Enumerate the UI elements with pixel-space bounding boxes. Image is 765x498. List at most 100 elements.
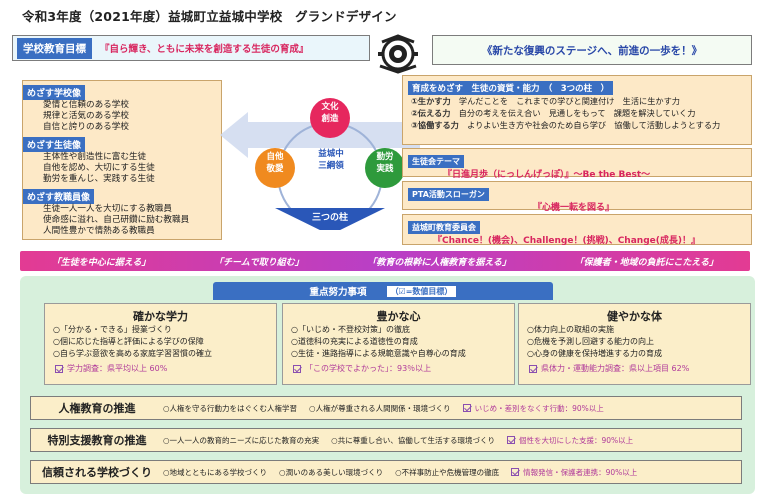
list-item: ○個に応じた指導と評価による学びの保障 [53,337,204,346]
body-column: 健やかな体 ○体力向上の取組の実施 ○危機を予測し回避する能力の向上 ○心身の健… [518,303,751,385]
metric: 県体力・運動能力調査：県以上項目 62% [519,363,750,374]
student-council-text: 『日進月歩（にっしんげっぽ）』～Be the Best～ [443,170,651,180]
strip-item: ○人権を守る行動力をはぐくむ人権学習 [163,403,298,413]
quality-row: ①生かす力 学んだことを これまでの学びと関連付け 生活に生かす力 [403,95,751,107]
strip-item: ○一人一人の教育的ニーズに応じた教育の充実 [163,435,320,445]
school-goal-label: 学校教育目標 [17,37,92,59]
metric-text: いじめ・差別をなくす行動：90%以上 [474,403,604,413]
metric: 個性を大切にした支援：90%以上 [507,435,633,446]
pta-heading: PTA活動スローガン [408,188,489,201]
list-item: ○自ら学ぶ意欲を高める家庭学習習慣の確立 [53,349,212,358]
ideal-student-heading: めざす生徒像 [23,137,86,152]
human-rights-strip: 人権教育の推進 ○人権を守る行動力をはぐくむ人権学習 ○人権が尊重される人間関係… [30,396,742,420]
quality-label: ③協働する力 [411,120,459,130]
circle-labor-line1: 勤労 [376,152,394,162]
checkbox-icon [507,436,515,444]
list-item: 人間性豊かで情熱ある教職員 [43,226,155,236]
circle-culture-line2: 創造 [321,114,339,124]
strip-title: 特別支援教育の推進 [47,434,147,447]
metric: 学力調査：県平均以上 60% [45,363,276,374]
circle-labor-line2: 実践 [376,164,394,174]
metric: 「この学校でよかった」：93％以上 [283,363,514,374]
strip-item: ○地域とともにある学校づくり [163,467,268,477]
circle-respect-line2: 敬愛 [266,164,284,174]
policy-banner: 「生徒を中心に据える」 「チームで取り組む」 「教育の根幹に人権教育を据える」 … [20,251,750,271]
circle-labor: 勤労 実践 [365,151,405,175]
qualities-panel: 育成をめざす 生徒の資質・能力 （ 3つの柱 ） ①生かす力 学んだことを これ… [402,75,752,145]
board-text: 『Chance！(機会)、Challenge！(挑戦)、Change(成長)！』 [433,236,700,246]
student-council-box: 生徒会テーマ 『日進月歩（にっしんげっぽ）』～Be the Best～ [402,148,752,180]
school-goal-box: 学校教育目標 『自ら輝き、ともに未来を創造する生徒の育成』 [12,35,370,61]
list-item: 自他を認め、大切にする生徒 [43,163,155,173]
list-item: ○「分かる・できる」授業づくり [53,325,172,334]
ideal-school-section: めざす学校像 愛情と信頼のある学校 規律と活気のある学校 自信と誇りのある学校 [23,81,221,133]
quality-row: ②伝える力 自分の考えを伝え合い 見通しをもって 課題を解決していく力 [403,107,751,119]
list-item: 自信と誇りのある学校 [43,122,129,132]
strip-item: ○共に尊重し合い、協働して生活する環境づくり [331,435,495,445]
quality-row: ③協働する力 よりよい生き方や社会のため自ら学び 協働して活動しようとする力 [403,119,751,131]
list-item: 愛情と信頼のある学校 [43,100,129,110]
list-item: ○道徳科の充実による道徳性の育成 [291,337,418,346]
slogan-text: 《新たな復興のステージへ、前進の一歩を！》 [481,44,703,57]
metric-text: 学力調査：県平均以上 60% [67,364,168,373]
circle-respect-line1: 自他 [266,152,284,162]
focus-title: 重点努力事項 [309,287,367,298]
metric-text: 県体力・運動能力調査：県以上項目 62% [541,364,690,373]
list-item: ○心身の健康を保持増進する力の育成 [527,349,662,358]
ideal-staff-heading: めざす教職員像 [23,189,95,204]
list-item: 規律と活気のある学校 [43,111,129,121]
metric-text: 情報発信・保護者連携：90%以上 [523,467,638,477]
qualities-heading: 育成をめざす 生徒の資質・能力 （ 3つの柱 ） [408,81,614,95]
slogan-box: 《新たな復興のステージへ、前進の一歩を！》 [432,35,752,65]
pta-text: 『心機一転を図る』 [533,203,615,213]
school-goal-text: 『自ら輝き、ともに未来を創造する生徒の育成』 [100,44,309,55]
quality-text: 学んだことを これまでの学びと関連付け 生活に生かす力 [458,96,680,106]
column-title: 豊かな心 [376,310,421,323]
policy-item: 「チームで取り組む」 [214,257,304,268]
quality-text: 自分の考えを伝え合い 見通しをもって 課題を解決していく力 [458,108,696,118]
list-item: ○「いじめ・不登校対策」の徹底 [291,325,410,334]
circle-respect: 自他 敬愛 [255,151,295,175]
column-title: 確かな学力 [133,310,188,323]
strip-item: ○人権が尊重される人間関係・環境づくり [309,403,451,413]
list-item: ○危機を予測し回避する能力の向上 [527,337,654,346]
list-item: ○体力向上の取組の実施 [527,325,614,334]
list-item: 生徒一人一人を大切にする教職員 [43,204,172,214]
ideal-school-heading: めざす学校像 [23,85,86,100]
list-item: 勤労を重んじ、実践する生徒 [43,174,155,184]
circle-culture-line1: 文化 [321,102,339,112]
core-line1: 益城中 [318,149,344,159]
school-emblem-icon [378,34,418,74]
academic-column: 確かな学力 ○「分かる・できる」授業づくり ○個に応じた指導と評価による学びの保… [44,303,277,385]
metric-text: 「この学校でよかった」：93％以上 [305,364,432,373]
focus-tab: 重点努力事項 （☑=数値目標） [213,282,553,300]
board-box: 益城町教育委員会 『Chance！(機会)、Challenge！(挑戦)、Cha… [402,214,752,246]
metric: 情報発信・保護者連携：90%以上 [511,467,637,478]
checkbox-icon [462,404,471,412]
core-principles: 益城中 三綱領 [303,148,359,172]
strip-item: ○潤いのある美しい環境づくり [279,467,384,477]
student-council-heading: 生徒会テーマ [408,155,464,168]
focus-subtitle: （☑=数値目標） [386,285,457,297]
pta-box: PTA活動スローガン 『心機一転を図る』 [402,181,752,213]
strip-title: 人権教育の推進 [58,402,136,415]
quality-label: ①生かす力 [411,96,451,106]
quality-text: よりよい生き方や社会のため自ら学び 協働して活動しようとする力 [467,120,721,130]
pillar-label: 三つの柱 [311,213,348,223]
three-principles-diagram [255,98,405,230]
checkbox-icon [55,364,63,373]
column-title: 健やかな体 [607,310,662,323]
metric: いじめ・差別をなくす行動：90%以上 [462,403,604,414]
ideal-staff-section: めざす教職員像 生徒一人一人を大切にする教職員 使命感に溢れ、自己研鑽に励む教職… [23,185,221,237]
policy-item: 「教育の根幹に人権教育を据える」 [367,257,512,268]
quality-label: ②伝える力 [411,108,451,118]
list-item: 使命感に溢れ、自己研鑽に励む教職員 [43,215,190,225]
checkbox-icon [293,364,301,373]
special-support-strip: 特別支援教育の推進 ○一人一人の教育的ニーズに応じた教育の充実 ○共に尊重し合い… [30,428,742,452]
metric-text: 個性を大切にした支援：90%以上 [519,435,634,445]
list-item: ○生徒・進路指導による規範意識や自尊心の育成 [291,349,466,358]
circle-culture: 文化 創造 [310,101,350,125]
policy-item: 「保護者・地域の負託にこたえる」 [574,257,719,268]
strip-item: ○不祥事防止や危機管理の徹底 [395,467,500,477]
ideal-images-panel: めざす学校像 愛情と信頼のある学校 規律と活気のある学校 自信と誇りのある学校 … [22,80,222,240]
